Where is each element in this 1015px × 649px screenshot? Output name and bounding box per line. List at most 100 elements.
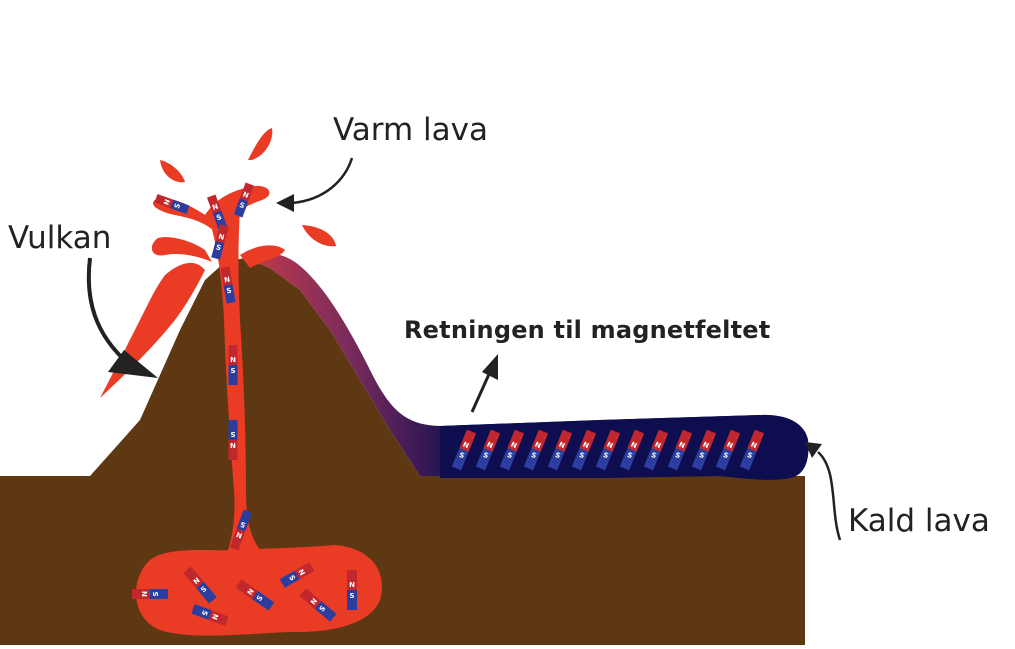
magnet-north-label: N — [630, 441, 639, 451]
magnet-north-label: N — [242, 191, 250, 201]
bar-magnet: NS — [523, 429, 549, 471]
magnet-south-pole — [739, 448, 757, 471]
magnet-south-label: S — [674, 451, 682, 460]
magnet-north-label: N — [210, 613, 220, 621]
magnet-south-pole — [212, 210, 228, 230]
magnet-south-label: S — [698, 451, 706, 460]
field-direction-arrow — [470, 371, 492, 413]
magnet-north-label: N — [558, 441, 567, 451]
magnet-north-pole — [235, 579, 258, 600]
magnet-north-pole — [531, 429, 549, 452]
magnet-north-pole — [294, 562, 315, 580]
magnet-south-label: S — [458, 451, 466, 460]
magnet-north-label: N — [654, 441, 663, 451]
magnet-north-pole — [229, 528, 246, 551]
magnet-south-pole — [547, 448, 565, 471]
magnet-south-pole — [223, 284, 236, 304]
bar-magnet: NS — [191, 604, 229, 626]
magnet-north-label: N — [678, 441, 687, 451]
magnet-north-label: N — [141, 591, 149, 597]
ground — [0, 258, 805, 645]
magnet-north-label: N — [296, 568, 306, 577]
magma-chamber — [136, 545, 382, 636]
magnet-north-pole — [154, 193, 174, 209]
label-vulkan: Vulkan — [8, 220, 112, 256]
magnet-south-label: S — [230, 430, 235, 438]
magnet-south-label: S — [506, 451, 514, 460]
magnet-south-label: S — [287, 574, 296, 582]
magnet-north-pole — [220, 266, 233, 286]
magnet-south-label: S — [349, 592, 354, 600]
bar-magnet: NS — [229, 509, 253, 551]
magnet-north-label: N — [534, 441, 543, 451]
magnet-south-label: S — [482, 451, 490, 460]
bar-magnet: NS — [206, 194, 228, 230]
magnet-south-pole — [595, 448, 613, 471]
magnet-south-pole — [347, 590, 357, 610]
magnet-south-label: S — [152, 591, 160, 596]
magnet-north-label: N — [462, 441, 471, 451]
magnet-south-label: S — [239, 520, 246, 529]
lava-droplet — [160, 160, 185, 183]
magnet-north-pole — [651, 429, 669, 452]
magnet-south-label: S — [318, 604, 327, 613]
field-direction-arrow-head — [482, 354, 498, 380]
magnet-south-label: S — [215, 213, 222, 222]
kald-lava-arrow-head — [805, 442, 822, 458]
label-kald-lava: Kald lava — [848, 503, 990, 539]
magnet-south-pole — [236, 509, 253, 532]
magnet-south-label: S — [578, 451, 586, 460]
magnet-south-label: S — [722, 451, 730, 460]
magnet-north-label: N — [750, 441, 759, 451]
magnet-north-label: N — [246, 587, 256, 597]
magnet-south-label: S — [238, 201, 245, 210]
magnet-south-pole — [196, 581, 217, 604]
magnet-north-pole — [747, 429, 765, 452]
magnet-north-pole — [675, 429, 693, 452]
bar-magnet: NS — [547, 429, 573, 471]
magnet-south-pole — [279, 570, 300, 588]
magnet-north-pole — [699, 429, 717, 452]
magnet-south-label: S — [746, 451, 754, 460]
magnet-north-pole — [555, 429, 573, 452]
magnet-south-pole — [228, 420, 238, 440]
magnet-south-pole — [170, 199, 190, 215]
bar-magnet: NS — [279, 562, 315, 588]
magnet-south-pole — [211, 240, 225, 260]
magnet-south-pole — [571, 448, 589, 471]
magnet-south-label: S — [626, 451, 634, 460]
magnet-north-label: N — [230, 356, 236, 364]
magnet-north-pole — [228, 345, 238, 365]
magnet-north-pole — [239, 182, 255, 202]
magnet-south-label: S — [200, 609, 209, 616]
lava-droplet — [302, 225, 336, 247]
kald-lava-arrow — [817, 451, 842, 541]
magnet-south-pole — [228, 365, 238, 385]
bar-magnet: NS — [235, 579, 275, 611]
magnet-north-pole — [208, 610, 229, 626]
magnet-north-label: N — [309, 597, 319, 607]
bar-magnet: NS — [739, 429, 765, 471]
magnet-north-label: N — [486, 441, 495, 451]
bar-magnet: NS — [347, 570, 357, 610]
magnet-north-pole — [507, 429, 525, 452]
magnet-south-label: S — [255, 594, 264, 603]
magnet-south-pole — [314, 601, 337, 622]
magnet-north-pole — [299, 588, 322, 609]
magnet-south-label: S — [215, 243, 222, 252]
varm-lava-arrow — [291, 157, 354, 205]
eruption-left-arm — [151, 237, 212, 262]
bar-magnet: NS — [619, 429, 645, 471]
magnet-north-pole — [603, 429, 621, 452]
bar-magnet: NS — [643, 429, 669, 471]
magnet-north-label: N — [726, 441, 735, 451]
bar-magnet: NS — [667, 429, 693, 471]
vulkan-arrow — [86, 257, 132, 367]
magnet-north-pole — [579, 429, 597, 452]
label-field-direction: Retningen til magnetfeltet — [404, 316, 771, 344]
magnet-south-label: S — [530, 451, 538, 460]
magnet-north-pole — [228, 440, 238, 460]
magnet-north-pole — [215, 224, 229, 244]
